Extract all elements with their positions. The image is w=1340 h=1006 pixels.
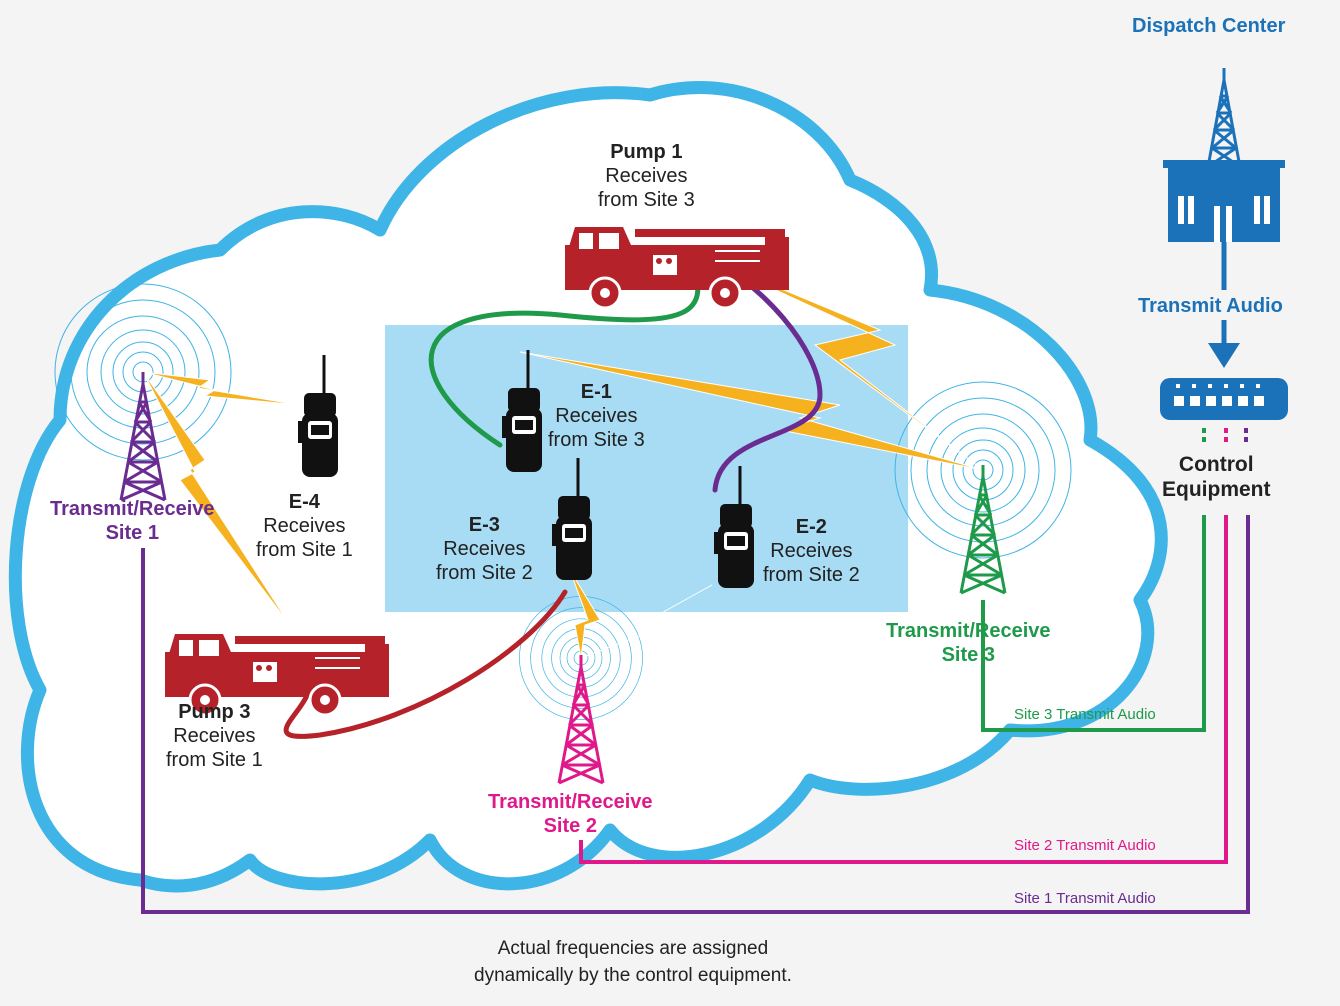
- pump3-name: Pump 3: [178, 701, 251, 723]
- control-label-line2: Equipment: [1162, 478, 1271, 502]
- site2-audio-label: Site 2 Transmit Audio: [1014, 837, 1156, 854]
- e4-line1: Receives: [263, 515, 346, 537]
- e3-line2: from Site 2: [436, 562, 533, 584]
- footnote-line2: dynamically by the control equipment.: [474, 964, 792, 986]
- site3-line2: Site 3: [941, 644, 995, 666]
- e1-line1: Receives: [555, 405, 638, 427]
- site2-label: Transmit/Receive Site 2: [488, 790, 653, 838]
- pump3-line1: Receives: [173, 725, 256, 747]
- e1-label: E-1 Receives from Site 3: [548, 380, 645, 452]
- footnote-line1: Actual frequencies are assigned: [497, 938, 769, 959]
- transmit-audio-label: Transmit Audio: [1138, 295, 1283, 317]
- site1-line2: Site 1: [105, 522, 159, 544]
- green-link-pump1-e1: [428, 252, 701, 448]
- pump3-line2: from Site 1: [166, 749, 263, 771]
- e1-line2: from Site 3: [548, 429, 645, 451]
- e2-label: E-2 Receives from Site 2: [763, 515, 860, 587]
- site1-label: Transmit/Receive Site 1: [50, 497, 215, 545]
- site3-audio-line: [981, 515, 1206, 732]
- red-link-pump3-e3: [283, 589, 568, 739]
- e1-name: E-1: [580, 381, 612, 403]
- e4-name: E-4: [288, 491, 320, 513]
- e2-name: E-2: [795, 516, 827, 538]
- footnote: Actual frequencies are assigned dynamica…: [474, 936, 792, 989]
- pump3-label: Pump 3 Receives from Site 1: [166, 700, 263, 772]
- arrow-down-icon: [1208, 343, 1240, 368]
- e3-label: E-3 Receives from Site 2: [436, 513, 533, 585]
- e4-line2: from Site 1: [256, 539, 353, 561]
- e3-name: E-3: [468, 514, 500, 536]
- bolt-site1-e4: [142, 371, 301, 406]
- e2-line1: Receives: [770, 540, 853, 562]
- site2-line1: Transmit/Receive: [488, 791, 653, 813]
- e4-label: E-4 Receives from Site 1: [256, 490, 353, 562]
- control-label-line1: Control: [1178, 453, 1254, 476]
- site1-audio-label: Site 1 Transmit Audio: [1014, 890, 1156, 907]
- control-equipment-label: Control Equipment: [1162, 452, 1271, 502]
- pump1-line1: Receives: [605, 165, 688, 187]
- e2-line2: from Site 2: [763, 564, 860, 586]
- pump1-label: Pump 1 Receives from Site 3: [598, 140, 695, 212]
- site1-audio-line: [141, 515, 1250, 914]
- site1-line1: Transmit/Receive: [50, 498, 215, 520]
- control-equipment-icon: [1160, 378, 1288, 420]
- site3-audio-label: Site 3 Transmit Audio: [1014, 706, 1156, 723]
- site2-audio-line: [579, 515, 1228, 864]
- pump1-name: Pump 1: [610, 141, 683, 163]
- dispatch-building: [1163, 68, 1285, 242]
- bolt-site1-pump3: [142, 371, 291, 626]
- site3-label: Transmit/Receive Site 3: [886, 619, 1051, 667]
- site3-line1: Transmit/Receive: [886, 620, 1051, 642]
- lightning-bolts: [142, 254, 984, 659]
- pump1-line2: from Site 3: [598, 189, 695, 211]
- site2-line2: Site 2: [543, 815, 597, 837]
- purple-link-pump1-e2: [702, 255, 823, 493]
- dispatch-center-title: Dispatch Center: [1132, 15, 1286, 37]
- e3-line1: Receives: [443, 538, 526, 560]
